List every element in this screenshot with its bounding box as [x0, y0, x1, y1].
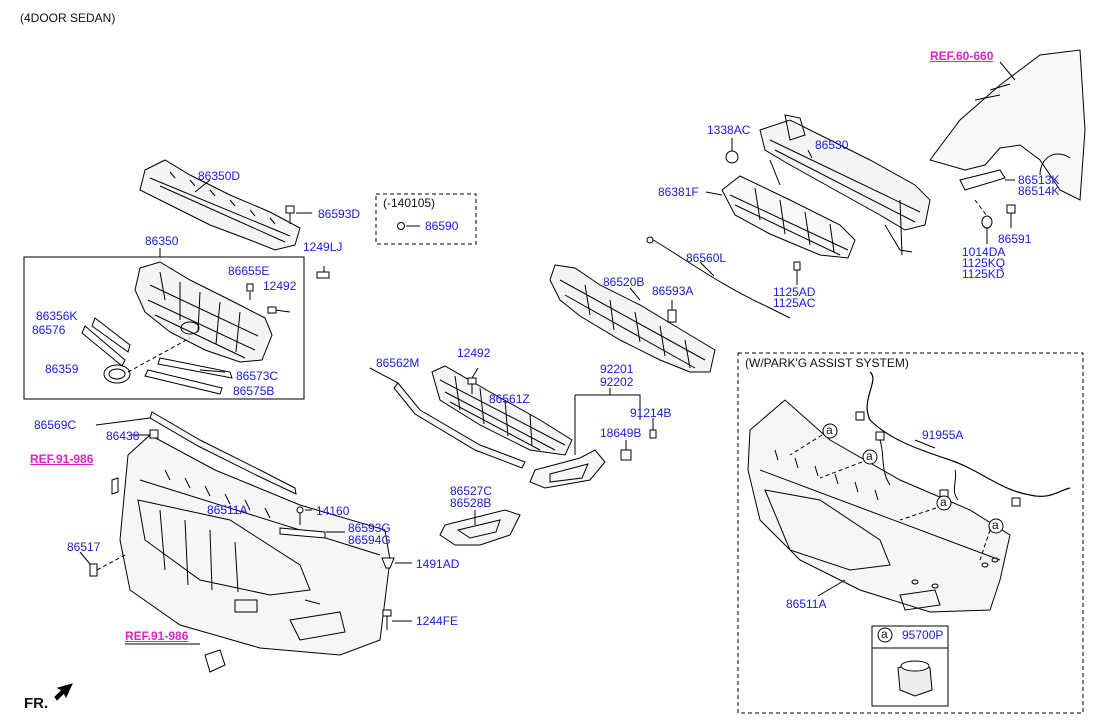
part-86575B[interactable]: 86575B	[233, 384, 275, 398]
part-12492[interactable]: 12492	[263, 279, 297, 293]
callout-letter: a	[992, 518, 999, 532]
part-86528B[interactable]: 86528B	[450, 496, 492, 510]
part-86350[interactable]: 86350	[145, 234, 179, 248]
back-beam-drawing	[759, 114, 931, 256]
part-14160[interactable]: 14160	[316, 504, 350, 518]
part-1125AD[interactable]: 1125AD	[773, 285, 816, 299]
callout-letter: a	[866, 449, 873, 463]
lower-grille-drawing	[431, 365, 573, 456]
part-1244FE[interactable]: 1244FE	[416, 614, 459, 628]
upper-grille-cover-drawing	[139, 159, 301, 251]
part-86356K[interactable]: 86356K	[36, 309, 78, 323]
part-86593A[interactable]: 86593A	[652, 284, 694, 298]
part-86350D[interactable]: 86350D	[198, 169, 241, 183]
part-1125AC[interactable]: 1125AC	[773, 296, 816, 310]
energy-absorber-drawing	[549, 264, 716, 373]
part-92201[interactable]: 92201	[600, 362, 634, 376]
part-91214B[interactable]: 91214B	[630, 406, 672, 420]
callout-letter: a	[940, 495, 947, 509]
part-91955A[interactable]: 91955A	[922, 428, 964, 442]
part-86569C[interactable]: 86569C	[34, 418, 77, 432]
part-12492-lower[interactable]: 12492	[457, 346, 491, 360]
part-86517[interactable]: 86517	[67, 540, 101, 554]
part-86561Z[interactable]: 86561Z	[489, 392, 530, 406]
callout-letter: a	[826, 423, 833, 437]
part-1125KQ[interactable]: 1125KQ	[962, 256, 1006, 270]
radiator-grille-drawing	[134, 261, 273, 363]
callout-circle	[822, 423, 838, 439]
part-1491AD[interactable]: 1491AD	[416, 557, 460, 571]
part-86576[interactable]: 86576	[32, 323, 66, 337]
part-86359[interactable]: 86359	[45, 362, 79, 376]
part-86381F[interactable]: 86381F	[658, 185, 699, 199]
part-1125KD[interactable]: 1125KD	[962, 267, 1005, 281]
part-86520B[interactable]: 86520B	[603, 275, 645, 289]
callout-circle	[862, 449, 878, 465]
part-86530[interactable]: 86530	[815, 138, 849, 152]
front-bumper-drawing	[119, 434, 391, 656]
park-assist-bumper-drawing	[747, 399, 1011, 613]
ref-fender[interactable]: REF.60-660	[930, 49, 994, 63]
part-92202[interactable]: 92202	[600, 375, 634, 389]
part-86514K[interactable]: 86514K	[1018, 184, 1060, 198]
part-86593D[interactable]: 86593D	[318, 207, 361, 221]
part-86593G[interactable]: 86593G	[348, 521, 391, 535]
callout-circle	[936, 495, 952, 511]
part-18649B[interactable]: 18649B	[600, 426, 642, 440]
part-1249LJ[interactable]: 1249LJ	[303, 240, 343, 254]
part-86513K[interactable]: 86513K	[1018, 173, 1060, 187]
part-86655E[interactable]: 86655E	[228, 264, 270, 278]
callout-letter: a	[881, 627, 888, 641]
park-assist-title: (W/PARK'G ASSIST SYSTEM)	[745, 356, 909, 370]
part-86511A[interactable]: 86511A	[207, 503, 248, 517]
part-86562M[interactable]: 86562M	[376, 356, 420, 370]
front-direction-label: FR.	[24, 695, 49, 712]
part-1338AC[interactable]: 1338AC	[707, 123, 751, 137]
callout-circle	[877, 627, 893, 643]
part-86573C[interactable]: 86573C	[236, 369, 279, 383]
part-86560L[interactable]: 86560L	[686, 251, 727, 265]
ref-bumper-side[interactable]: REF.91-986	[30, 452, 94, 466]
part-86590[interactable]: 86590	[425, 219, 459, 233]
variant-title: (4DOOR SEDAN)	[20, 11, 116, 25]
part-date-range: (-140105)	[383, 196, 436, 210]
ref-bumper-bottom[interactable]: REF.91-986	[125, 629, 189, 643]
fender-drawing	[929, 49, 1086, 201]
part-86594G[interactable]: 86594G	[348, 533, 391, 547]
part-95700P[interactable]: 95700P	[902, 628, 944, 642]
callout-circle	[988, 518, 1004, 534]
part-86527C[interactable]: 86527C	[450, 484, 493, 498]
part-86511A-park-assist[interactable]: 86511A	[786, 597, 827, 611]
part-1014DA[interactable]: 1014DA	[962, 245, 1006, 259]
bumper-reinforcement-drawing	[721, 175, 856, 259]
part-86591[interactable]: 86591	[998, 232, 1032, 246]
part-86438[interactable]: 86438	[106, 429, 140, 443]
